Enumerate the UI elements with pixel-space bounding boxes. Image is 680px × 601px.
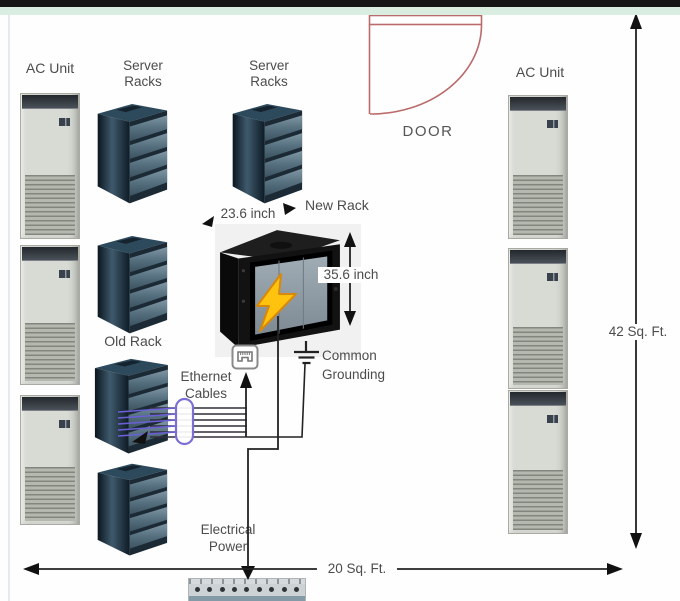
label-ac-unit-right: AC Unit: [515, 64, 565, 80]
label-server-racks-left: Server Racks: [123, 58, 163, 89]
top-border-bar: [0, 0, 680, 7]
ac-unit-icon: [20, 245, 80, 385]
label-server-racks-center: Server Racks: [249, 58, 289, 89]
ac-unit-icon: [508, 248, 568, 389]
label-new-rack: New Rack: [305, 197, 369, 213]
label-room-width: 20 Sq. Ft.: [317, 561, 397, 577]
power-strip-icon: [188, 578, 306, 601]
server-rack-icon: [93, 460, 171, 557]
ac-unit-icon: [20, 395, 80, 525]
label-ethernet-cables: Ethernet Cables: [180, 369, 232, 401]
ac-unit-icon: [508, 95, 568, 239]
ground-wire: [247, 363, 306, 438]
label-electrical-power: Electrical Power: [200, 522, 256, 554]
top-accent-strip: [0, 7, 680, 15]
old-rack-icon: [90, 355, 172, 455]
server-rack-icon: [93, 232, 171, 335]
label-rack-width: 23.6 inch: [220, 206, 276, 221]
label-room-length: 42 Sq. Ft.: [597, 324, 679, 340]
lightning-bolt-icon: [256, 273, 297, 332]
door-swing-icon: [368, 14, 483, 115]
label-common-grounding: Common Grounding: [322, 348, 386, 382]
ac-unit-icon: [20, 93, 80, 239]
cable-bundle-loop: [174, 397, 195, 446]
label-ac-unit-left: AC Unit: [25, 60, 75, 76]
server-rack-icon: [93, 100, 171, 205]
room-length-arrow: [630, 13, 642, 549]
ac-unit-icon: [508, 390, 568, 534]
left-border-line: [8, 15, 10, 601]
server-rack-icon: [228, 100, 306, 205]
label-door: DOOR: [402, 123, 454, 140]
ethernet-port-icon: [231, 344, 259, 370]
label-rack-height: 35.6 inch: [318, 267, 384, 283]
label-old-rack: Old Rack: [104, 333, 162, 349]
